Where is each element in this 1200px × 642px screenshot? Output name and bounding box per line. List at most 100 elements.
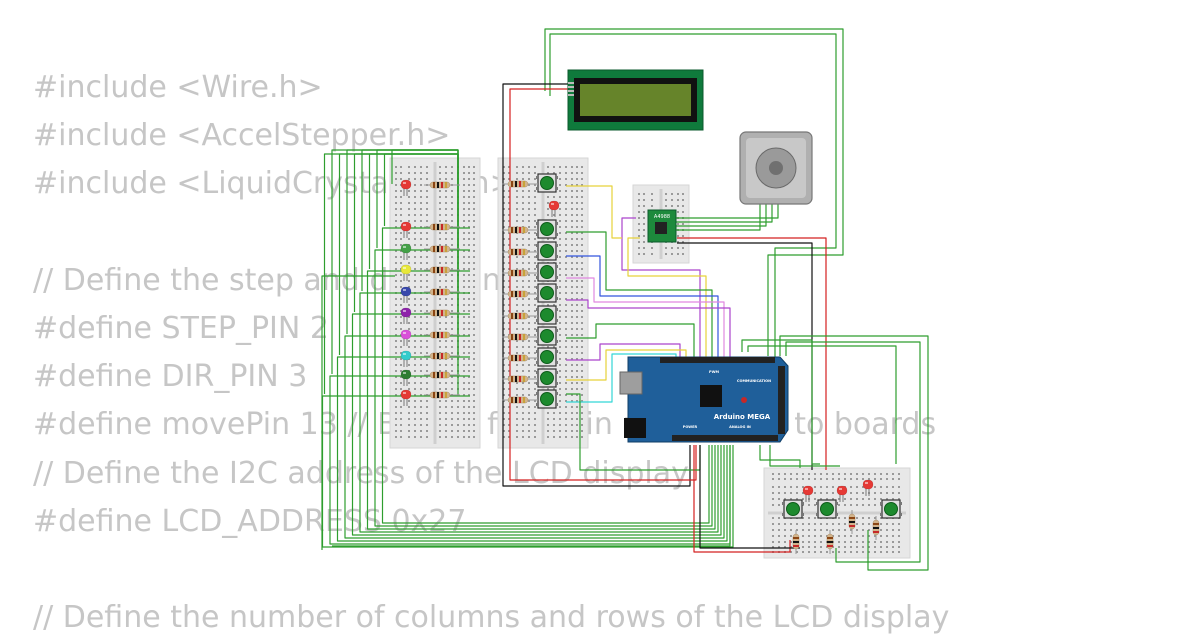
resistor-band — [519, 270, 521, 276]
resistor-band — [433, 224, 435, 230]
resistor-band — [433, 372, 435, 378]
resistor-band — [827, 545, 833, 547]
button-pin — [536, 176, 539, 179]
resistor-band — [437, 310, 439, 316]
wire — [699, 445, 800, 549]
mega-chip — [700, 385, 722, 407]
button-resistor-5 — [502, 312, 538, 320]
button-cap — [540, 222, 554, 236]
resistor-band — [441, 372, 443, 378]
resistor-band — [873, 531, 879, 533]
resistor-band — [437, 224, 439, 230]
button-pin — [555, 255, 558, 258]
wire — [549, 33, 837, 358]
led-3 — [400, 264, 412, 281]
status-led — [548, 200, 560, 217]
button-pin — [555, 187, 558, 190]
resistor-band — [511, 313, 513, 319]
led-body — [400, 369, 412, 380]
wire — [779, 335, 929, 571]
led-body — [400, 264, 412, 275]
wire — [336, 356, 728, 542]
button-pin — [536, 265, 539, 268]
led-2 — [400, 243, 412, 260]
wire — [344, 335, 725, 539]
button-pin — [555, 361, 558, 364]
button-resistor-4 — [502, 290, 538, 298]
resistor-band — [849, 521, 855, 523]
bottom-button-2 — [880, 499, 902, 519]
code-line: #define DIR_PIN 3 — [33, 359, 308, 395]
code-line: #define STEP_PIN 2 — [33, 310, 329, 346]
button-pin — [536, 244, 539, 247]
push-button-8 — [536, 368, 558, 388]
button-pin — [835, 502, 838, 505]
resistor-band — [445, 289, 447, 295]
resistor-band — [433, 182, 435, 188]
resistor-band — [519, 397, 521, 403]
resistor-band — [445, 267, 447, 273]
button-pin — [880, 502, 883, 505]
led-glint — [403, 353, 406, 355]
resistor-band — [519, 313, 521, 319]
wire — [566, 255, 719, 358]
led-body — [400, 286, 412, 297]
button-pin — [536, 187, 539, 190]
resistor-band — [437, 289, 439, 295]
resistor-band — [441, 289, 443, 295]
button-pin — [536, 382, 539, 385]
wire — [627, 237, 707, 358]
resistor-band — [523, 227, 525, 233]
resistor-band — [433, 289, 435, 295]
resistor-band — [445, 310, 447, 316]
led-glint — [403, 289, 406, 291]
driver-label: A4988 — [654, 214, 670, 220]
breadboard-holes — [503, 166, 583, 438]
resistor-band — [511, 270, 513, 276]
resistor-band — [441, 332, 443, 338]
button-resistor-1 — [502, 226, 538, 234]
button-resistor-9 — [502, 396, 538, 404]
led-glint — [839, 488, 842, 490]
button-cap — [540, 176, 554, 190]
wire — [323, 153, 459, 394]
resistor-band — [515, 376, 517, 382]
resistor-band — [519, 249, 521, 255]
wire — [677, 237, 827, 470]
stepper-motor — [739, 131, 813, 205]
mega-usb — [619, 371, 643, 395]
resistor-band — [515, 334, 517, 340]
mega-analog-label: ANALOG IN — [729, 425, 751, 429]
button-pin — [801, 513, 804, 516]
bottom-resistor-0 — [792, 530, 800, 554]
button-pin — [555, 392, 558, 395]
button-pin — [555, 403, 558, 406]
button-cap — [540, 308, 554, 322]
led-4 — [400, 286, 412, 303]
driver-chip — [655, 222, 667, 234]
bottom-resistor-1 — [826, 530, 834, 554]
resistor-band — [441, 182, 443, 188]
button-resistor-6 — [502, 333, 538, 341]
button-pin — [536, 329, 539, 332]
button-pin — [536, 319, 539, 322]
button-pin — [880, 513, 883, 516]
code-line: #include <AccelStepper.h> — [33, 118, 451, 154]
lcd-pin — [568, 90, 574, 92]
resistor-band — [873, 523, 879, 525]
button-cap — [786, 502, 800, 516]
resistor-band — [511, 397, 513, 403]
button-cap — [884, 502, 898, 516]
led-glint — [403, 332, 406, 334]
resistor-band — [511, 334, 513, 340]
button-pin — [555, 350, 558, 353]
lcd-display — [567, 69, 704, 131]
resistor-band — [437, 246, 439, 252]
wire — [544, 28, 844, 356]
code-line: #include <Wire.h> — [33, 70, 323, 105]
resistor-band — [441, 310, 443, 316]
lcd-screen — [580, 84, 691, 116]
wire — [566, 343, 681, 361]
wire — [321, 275, 395, 550]
button-cap — [540, 329, 554, 343]
